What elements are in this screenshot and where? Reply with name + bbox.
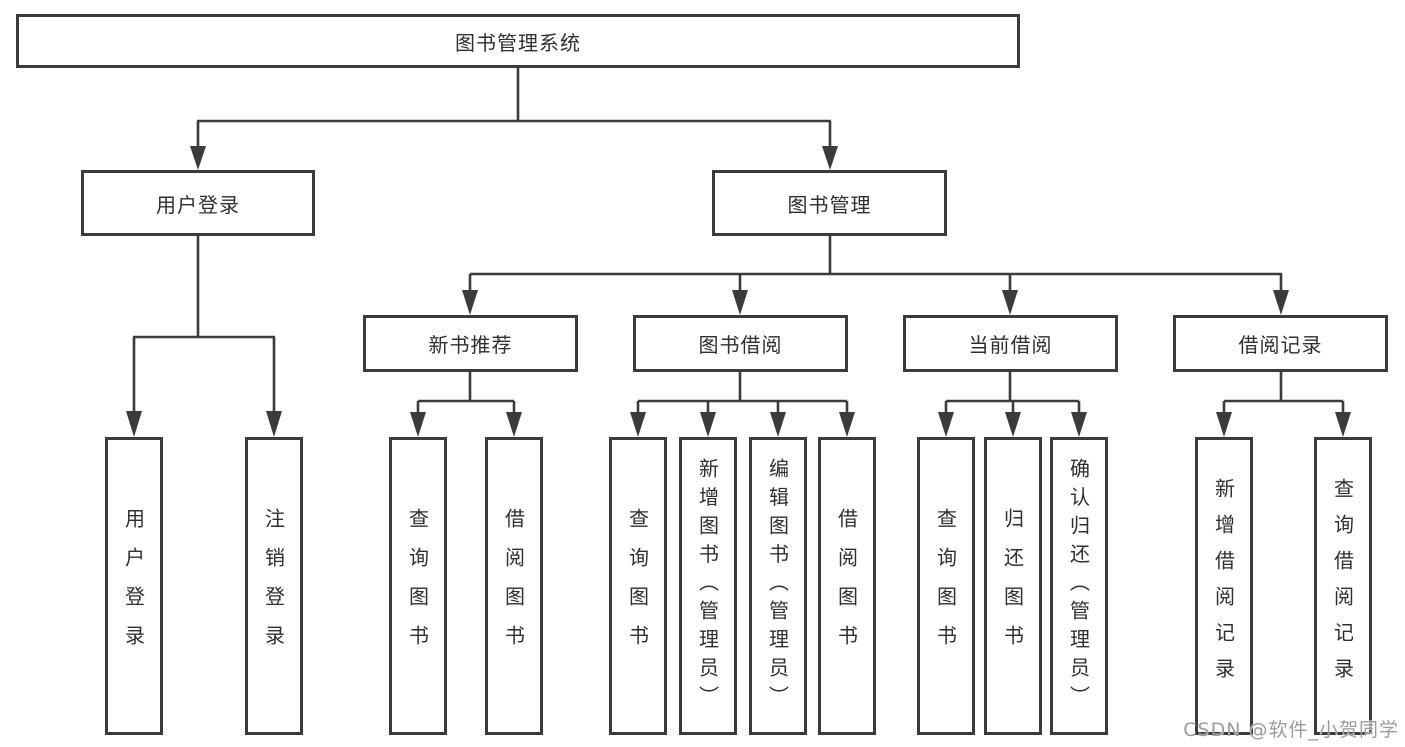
node-label: 图书借阅 xyxy=(698,333,783,357)
leaf-return-books: 归还图书 xyxy=(984,437,1042,735)
node-borrowing-records: 借阅记录 xyxy=(1173,315,1388,372)
node-current-borrowing: 当前借阅 xyxy=(903,315,1118,372)
node-label: 编辑图书（管理员） xyxy=(765,458,790,714)
node-label: 归还图书 xyxy=(1000,508,1025,664)
leaf-add-books-admin: 新增图书（管理员） xyxy=(679,437,737,735)
node-label: 新增图书（管理员） xyxy=(695,458,720,714)
node-book-management: 图书管理 xyxy=(712,170,947,236)
node-label: 查询图书 xyxy=(405,508,430,664)
leaf-query-books-recommend: 查询图书 xyxy=(389,437,447,735)
node-label: 注销登录 xyxy=(261,508,286,664)
node-label: 用户登录 xyxy=(121,508,146,664)
node-label: 新增借阅记录 xyxy=(1211,478,1236,694)
node-label: 确认归还（管理员） xyxy=(1066,458,1091,714)
csdn-watermark: CSDN @软件_小贺同学 xyxy=(1183,719,1399,741)
leaf-edit-books-admin: 编辑图书（管理员） xyxy=(749,437,807,735)
node-label: 新书推荐 xyxy=(428,333,513,357)
node-label: 图书管理系统 xyxy=(455,30,581,55)
node-label: 当前借阅 xyxy=(968,333,1053,357)
leaf-confirm-return-admin: 确认归还（管理员） xyxy=(1050,437,1108,735)
leaf-user-login: 用户登录 xyxy=(105,437,163,735)
leaf-logout: 注销登录 xyxy=(245,437,303,735)
node-label: 借阅记录 xyxy=(1238,333,1323,357)
leaf-add-borrow-record: 新增借阅记录 xyxy=(1195,437,1253,735)
leaf-borrow-books-borrowing: 借阅图书 xyxy=(818,437,876,735)
node-label: 用户登录 xyxy=(156,192,240,217)
leaf-query-borrow-record: 查询借阅记录 xyxy=(1314,437,1372,735)
leaf-query-books-current: 查询图书 xyxy=(917,437,975,735)
node-new-book-recommend: 新书推荐 xyxy=(363,315,578,372)
leaf-borrow-books-recommend: 借阅图书 xyxy=(485,437,543,735)
node-label: 查询图书 xyxy=(933,508,958,664)
node-library-management-system: 图书管理系统 xyxy=(16,14,1020,68)
node-label: 图书管理 xyxy=(787,192,872,217)
leaf-query-books-borrowing: 查询图书 xyxy=(609,437,667,735)
node-book-borrowing: 图书借阅 xyxy=(633,315,848,372)
node-label: 借阅图书 xyxy=(501,508,526,664)
node-label: 查询借阅记录 xyxy=(1330,478,1355,694)
node-label: 查询图书 xyxy=(625,508,650,664)
node-label: 借阅图书 xyxy=(834,508,859,664)
node-user-login: 用户登录 xyxy=(81,170,315,236)
